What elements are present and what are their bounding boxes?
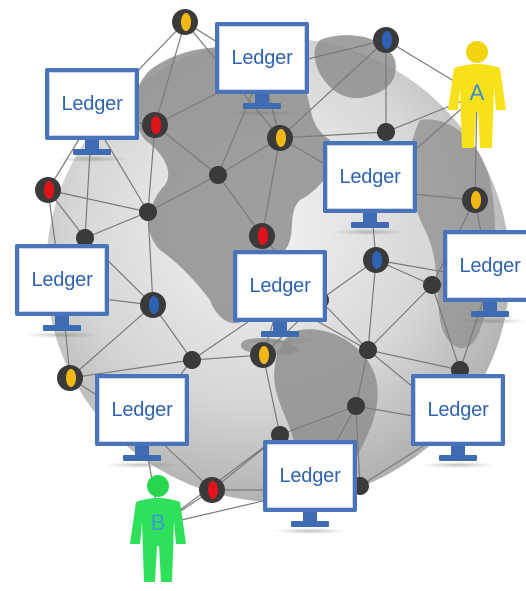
monitor-base [261,331,299,337]
ledger-monitor: Ledger [233,250,327,350]
network-node [363,247,389,273]
network-node [35,177,61,203]
monitor-stand [85,140,99,150]
network-node [373,27,399,53]
monitor-base [243,103,281,109]
monitor-screen: Ledger [263,440,357,512]
network-link [47,189,149,213]
network-node [423,276,441,294]
monitor-screen: Ledger [95,374,189,446]
network-node [271,426,289,444]
monitor-base [43,325,81,331]
network-node [267,125,293,151]
network-node [76,229,94,247]
network-link [319,299,369,351]
monitor-stand [55,316,69,326]
person-figure [448,41,506,148]
ledger-monitor: Ledger [45,68,139,168]
continent-north-america [134,47,335,324]
network-node [250,342,276,368]
network-nodes [35,9,488,503]
monitor-screen: Ledger [233,250,327,322]
person-b-label: B [150,510,166,535]
monitor-base [471,311,509,317]
monitor-base [439,455,477,461]
ledger-label: Ledger [31,268,93,291]
network-link [262,354,281,436]
network-link [279,39,387,139]
monitor-stand [273,322,287,332]
monitor-base [73,149,111,155]
person-b-icon: B [128,474,188,586]
network-link [261,137,281,237]
network-link [147,211,154,306]
monitor-base [123,455,161,461]
network-link [154,21,186,126]
network-link [69,359,193,379]
monitor-screen: Ledger [15,244,109,316]
network-node [199,477,225,503]
monitor-stand [451,446,465,456]
monitor-screen: Ledger [215,22,309,94]
network-node [139,203,157,221]
ledger-label: Ledger [249,274,311,297]
network-link [279,405,357,436]
network-node [377,123,395,141]
continent-greenland [314,35,396,99]
network-node [57,365,83,391]
ledger-label: Ledger [459,254,521,277]
ledger-monitor: Ledger [215,22,309,122]
ledger-label: Ledger [61,92,123,115]
monitor-base [291,521,329,527]
monitor-screen: Ledger [323,141,417,213]
monitor-stand [363,213,377,223]
person-a-label: A [469,80,485,105]
ledger-monitor: Ledger [323,141,417,241]
network-link [69,304,154,379]
network-link [367,259,377,351]
ledger-label: Ledger [339,165,401,188]
network-link [84,211,149,239]
network-node [209,166,227,184]
ledger-monitor: Ledger [95,374,189,474]
network-link [154,124,219,176]
network-link [147,124,156,213]
network-node [140,292,166,318]
monitor-stand [303,512,317,522]
network-link [367,349,461,371]
monitor-screen: Ledger [443,230,526,302]
monitor-stand [255,94,269,104]
ledger-label: Ledger [111,398,173,421]
ledger-label: Ledger [427,398,489,421]
ledger-label: Ledger [279,464,341,487]
monitor-screen: Ledger [45,68,139,140]
network-link [367,284,433,351]
network-node [359,341,377,359]
ledger-monitor: Ledger [411,374,505,474]
network-link [355,349,369,407]
network-link [279,131,387,139]
network-node [249,223,275,249]
ledger-monitor: Ledger [443,230,526,330]
monitor-base [351,222,389,228]
network-link [355,405,361,487]
network-node [142,112,168,138]
ledger-label: Ledger [231,46,293,69]
network-node [347,397,365,415]
network-node [462,187,488,213]
person-figure [130,475,186,582]
network-node [172,9,198,35]
network-link [147,174,219,213]
monitor-stand [483,302,497,312]
network-node [183,351,201,369]
monitor-screen: Ledger [411,374,505,446]
monitor-stand [135,446,149,456]
ledger-monitor: Ledger [263,440,357,540]
ledger-monitor: Ledger [15,244,109,344]
person-a-icon: A [444,40,510,152]
network-link [431,284,461,371]
network-link [474,94,478,201]
